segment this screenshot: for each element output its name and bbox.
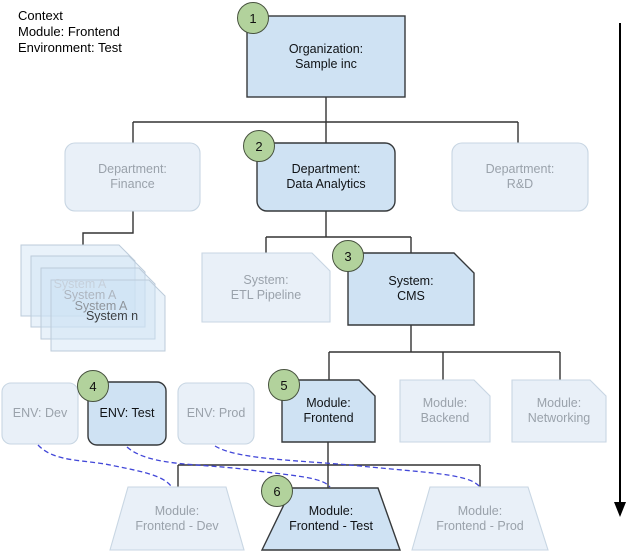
label-line-2: Frontend - Dev bbox=[135, 518, 219, 533]
node-module-networking-shape bbox=[511, 379, 607, 443]
label-line-2: Networking bbox=[527, 411, 591, 425]
node-module-networking-label: Module: Networking bbox=[512, 380, 606, 442]
label-line-2: Frontend bbox=[303, 411, 354, 425]
env-test-mapping-curve bbox=[126, 446, 331, 488]
context-annotation: Context Module: Frontend Environment: Te… bbox=[18, 8, 122, 56]
node-department-rnd-label: Department: R&D bbox=[452, 143, 588, 211]
node-system-etl-label: System: ETL Pipeline bbox=[202, 253, 330, 322]
system-stack-label-4: System n bbox=[85, 309, 139, 323]
label-line-2: Finance bbox=[110, 177, 155, 191]
node-instance-frontend-test-label: Module: Frontend - Test bbox=[262, 488, 400, 550]
node-module-backend-label: Module: Backend bbox=[400, 380, 490, 442]
org-to-departments-connector bbox=[132, 97, 519, 143]
label-line-2: ETL Pipeline bbox=[230, 287, 302, 302]
node-module-backend-shape bbox=[399, 379, 491, 443]
flow-direction-arrow bbox=[614, 23, 626, 517]
step-3-badge: 3 bbox=[332, 240, 364, 272]
label-line-1: Department: bbox=[291, 162, 361, 176]
system-stack-label-3: System A bbox=[74, 299, 128, 313]
node-instance-frontend-dev-label: Module: Frontend - Dev bbox=[110, 487, 244, 550]
step-1-badge: 1 bbox=[237, 2, 269, 34]
label-line-1: Module: bbox=[308, 504, 354, 518]
system-stack-card-3 bbox=[40, 267, 156, 340]
step-6-badge: 6 bbox=[261, 475, 293, 507]
node-department-rnd-shape bbox=[451, 142, 589, 212]
label-line-1: Department: bbox=[485, 162, 555, 176]
system-stack-label-2: System A bbox=[63, 288, 117, 302]
step-2-badge: 2 bbox=[243, 130, 275, 162]
label-line-1: Module: bbox=[457, 503, 503, 518]
node-system-cms-shape bbox=[347, 252, 475, 326]
node-organization-label: Organization: Sample inc bbox=[247, 16, 405, 97]
label-line-1: Module: bbox=[536, 396, 582, 410]
node-instance-frontend-prod-shape bbox=[411, 486, 549, 551]
node-env-test-label: ENV: Test bbox=[99, 406, 155, 420]
node-organization-shape bbox=[246, 15, 406, 98]
node-module-frontend-label: Module: Frontend bbox=[282, 380, 375, 442]
label-line-2: CMS bbox=[397, 289, 425, 303]
node-department-finance-shape bbox=[64, 142, 201, 212]
label-line-1: System: bbox=[243, 272, 289, 287]
node-env-test-shape bbox=[87, 381, 167, 446]
node-system-etl-shape bbox=[201, 252, 331, 323]
node-system-cms-label: System: CMS bbox=[348, 253, 474, 325]
label-line-1: Module: bbox=[306, 396, 351, 410]
label-line-1: Organization: bbox=[288, 41, 364, 56]
node-env-dev-label: ENV: Dev bbox=[12, 406, 68, 420]
label-line-2: Data Analytics bbox=[286, 177, 366, 191]
label-line-2: Frontend - Prod bbox=[436, 518, 524, 533]
label-line-1: System: bbox=[388, 274, 434, 288]
node-department-finance-label: Department: Finance bbox=[65, 143, 200, 211]
label-line-2: R&D bbox=[506, 177, 534, 191]
cms-to-modules-connector bbox=[328, 325, 561, 380]
label-line-1: Department: bbox=[98, 162, 167, 176]
context-heading: Context bbox=[18, 8, 63, 23]
node-department-data-analytics-shape bbox=[256, 142, 396, 212]
frontend-to-instances-connector bbox=[177, 442, 481, 488]
label-line-2: Backend bbox=[420, 411, 470, 425]
system-stack-card-4 bbox=[50, 279, 166, 352]
context-environment-line: Environment: Test bbox=[18, 40, 122, 55]
node-env-dev-shape bbox=[1, 382, 79, 445]
system-stack-card-2 bbox=[30, 255, 146, 328]
label-line-2: Frontend - Test bbox=[289, 519, 373, 533]
node-instance-frontend-test-shape bbox=[260, 487, 401, 551]
node-env-prod-label: ENV: Prod bbox=[186, 406, 246, 420]
label-line-2: Sample inc bbox=[295, 56, 357, 71]
env-prod-mapping-curve bbox=[214, 445, 480, 487]
node-department-data-analytics-label: Department: Data Analytics bbox=[257, 143, 395, 211]
node-module-frontend-shape bbox=[281, 379, 376, 443]
finance-to-systems-connector bbox=[82, 211, 134, 245]
analytics-to-systems-connector bbox=[265, 211, 412, 253]
node-instance-frontend-dev-shape bbox=[109, 486, 245, 551]
label-line-1: Module: bbox=[422, 396, 468, 410]
label-line-1: Module: bbox=[154, 503, 200, 518]
step-4-badge: 4 bbox=[77, 370, 109, 402]
system-stack-label-1: System A bbox=[53, 277, 107, 291]
context-module-line: Module: Frontend bbox=[18, 24, 120, 39]
node-instance-frontend-prod-label: Module: Frontend - Prod bbox=[412, 487, 548, 550]
env-dev-mapping-curve bbox=[37, 444, 172, 487]
step-5-badge: 5 bbox=[268, 369, 300, 401]
node-env-prod-shape bbox=[177, 382, 255, 445]
